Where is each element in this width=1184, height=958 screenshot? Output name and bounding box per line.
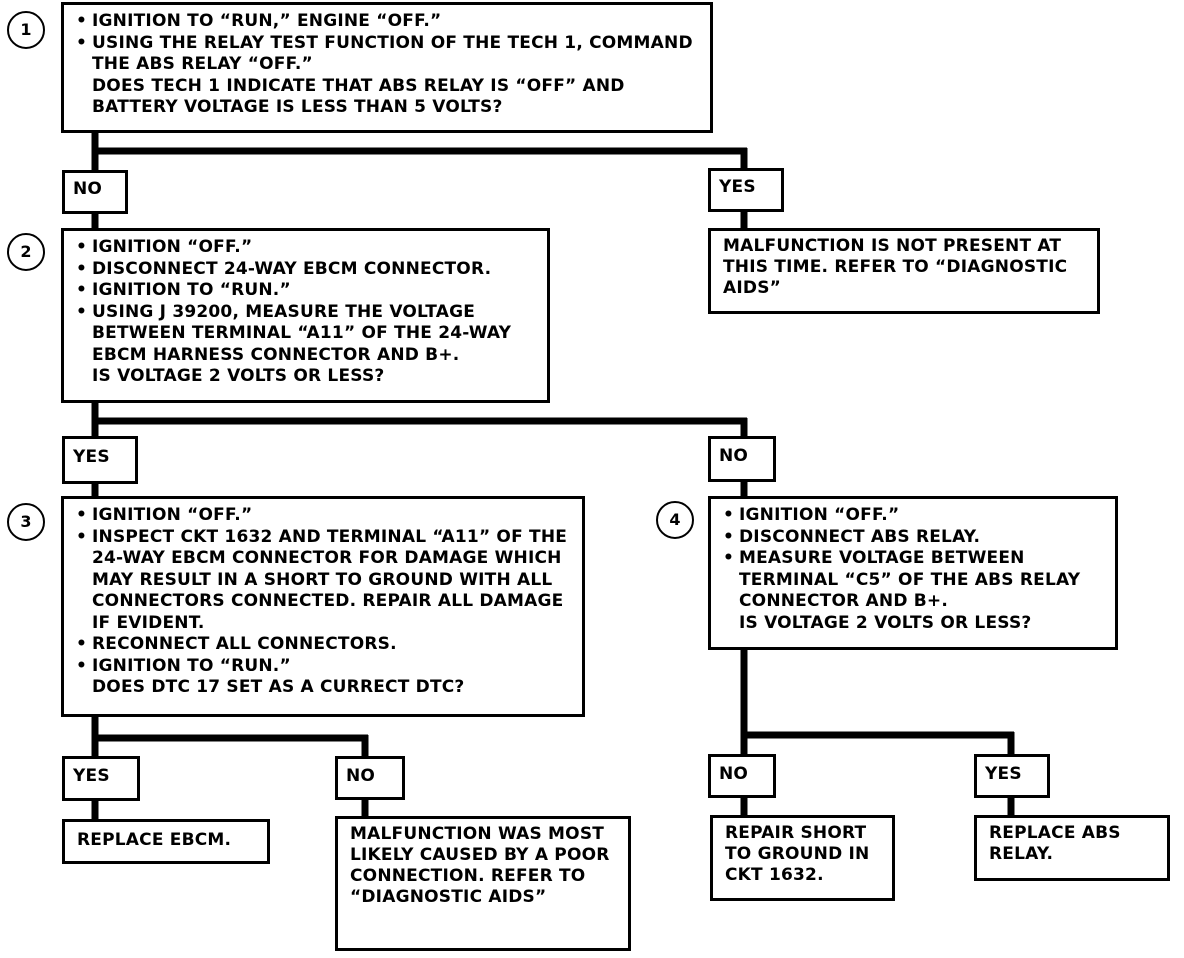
step-1-number-badge: 1	[7, 11, 45, 49]
step-4-box: IGNITION “OFF.” DISCONNECT ABS RELAY. ME…	[708, 496, 1118, 650]
step-2-box: IGNITION “OFF.” DISCONNECT 24-WAY EBCM C…	[61, 228, 550, 403]
step-1-box: IGNITION TO “RUN,” ENGINE “OFF.” USING T…	[61, 2, 713, 133]
step-3-no-label: NO	[335, 756, 405, 800]
step-3-number-badge: 3	[7, 503, 45, 541]
step-1-yes-label: YES	[708, 168, 784, 212]
step-1-instruction-1: IGNITION TO “RUN,” ENGINE “OFF.”	[76, 11, 700, 33]
result-repair-short: REPAIR SHORT TO GROUND IN CKT 1632.	[710, 815, 895, 901]
step-3-box: IGNITION “OFF.” INSPECT CKT 1632 AND TER…	[61, 496, 585, 717]
step-3-question: DOES DTC 17 SET AS A CURRECT DTC?	[92, 677, 465, 697]
step-1-question: DOES TECH 1 INDICATE THAT ABS RELAY IS “…	[92, 75, 625, 118]
step-2-no-label: NO	[708, 436, 776, 482]
step-1-instruction-2: USING THE RELAY TEST FUNCTION OF THE TEC…	[76, 33, 700, 76]
step-3-yes-label: YES	[62, 756, 140, 801]
result-replace-ebcm: REPLACE EBCM.	[62, 819, 270, 864]
step-3-instruction-2: INSPECT CKT 1632 AND TERMINAL “A11” OF T…	[76, 527, 572, 635]
step-2-yes-label: YES	[62, 436, 138, 484]
result-replace-abs-relay: REPLACE ABS RELAY.	[974, 815, 1170, 881]
step-4-number-badge: 4	[656, 501, 694, 539]
step-2-instruction-4: USING J 39200, MEASURE THE VOLTAGE BETWE…	[76, 302, 537, 367]
step-1-no-label: NO	[62, 170, 128, 214]
step-2-number-badge: 2	[7, 233, 45, 271]
result-poor-connection: MALFUNCTION WAS MOST LIKELY CAUSED BY A …	[335, 816, 631, 951]
step-4-instruction-1: IGNITION “OFF.”	[723, 505, 1105, 527]
result-malfunction-not-present: MALFUNCTION IS NOT PRESENT AT THIS TIME.…	[708, 228, 1100, 314]
step-4-no-label: NO	[708, 754, 776, 798]
step-4-yes-label: YES	[974, 754, 1050, 798]
step-3-instruction-4: IGNITION TO “RUN.”	[76, 656, 572, 678]
step-3-instruction-1: IGNITION “OFF.”	[76, 505, 572, 527]
step-3-instruction-3: RECONNECT ALL CONNECTORS.	[76, 634, 572, 656]
step-2-instruction-3: IGNITION TO “RUN.”	[76, 280, 537, 302]
step-4-instruction-3: MEASURE VOLTAGE BETWEEN TERMINAL “C5” OF…	[723, 548, 1105, 613]
step-2-instruction-2: DISCONNECT 24-WAY EBCM CONNECTOR.	[76, 259, 537, 281]
step-4-question: IS VOLTAGE 2 VOLTS OR LESS?	[739, 612, 1032, 633]
step-2-instruction-1: IGNITION “OFF.”	[76, 237, 537, 259]
step-2-question: IS VOLTAGE 2 VOLTS OR LESS?	[92, 366, 385, 386]
step-4-instruction-2: DISCONNECT ABS RELAY.	[723, 527, 1105, 549]
